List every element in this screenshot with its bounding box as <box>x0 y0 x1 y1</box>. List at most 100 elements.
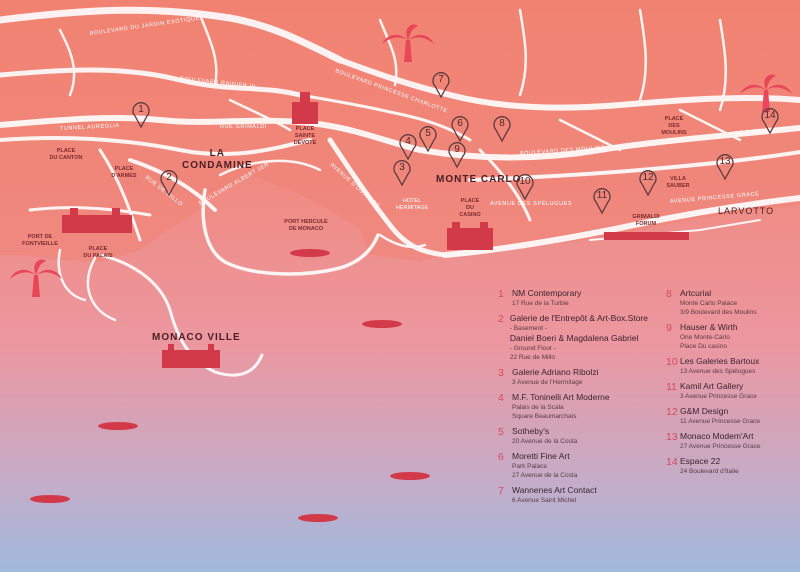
map-marker-6[interactable]: 6 <box>451 116 469 142</box>
palm-tree-icon <box>740 74 792 112</box>
legend-address: 3 Avenue Princesse Grace <box>680 393 757 400</box>
legend-address: 24 Boulevard d'Italie <box>680 468 739 475</box>
map-marker-8[interactable]: 8 <box>493 116 511 142</box>
legend-number: 4 <box>498 392 504 404</box>
legend-gallery-name: M.F. Toninelli Art Moderne <box>512 392 610 402</box>
legend-gallery-name: Hauser & Wirth <box>680 322 738 332</box>
boat-shape <box>30 495 70 503</box>
map-marker-12[interactable]: 12 <box>639 170 657 196</box>
legend-entry-2: 2 Galerie de l'Entrepôt & Art-Box.Store … <box>498 313 648 362</box>
place-label-sainte-devote: PLACE SAINTE DÉVOTE <box>293 126 317 146</box>
legend-number: 11 <box>666 381 677 393</box>
map-marker-number: 3 <box>399 162 405 173</box>
road-label-grimaldi: RUE GRIMALDI <box>220 124 267 130</box>
map-marker-3[interactable]: 3 <box>393 160 411 186</box>
map-marker-number: 12 <box>642 172 654 183</box>
place-label-casino: PLACE DU CASINO <box>459 198 481 218</box>
legend-number: 2 <box>498 313 504 325</box>
legend-address: 22 Rue de Millo <box>509 354 555 361</box>
legend-gallery-name: Kamil Art Gallery <box>680 381 744 391</box>
legend-gallery-name-secondary: Daniel Boeri & Magdalena Gabriel <box>509 333 639 343</box>
legend-address: - Ground Floor - <box>509 345 557 352</box>
legend-gallery-name: Galerie Adriano Ribolzi <box>512 367 599 377</box>
place-label-port-hercule: PORT HERCULE DE MONACO <box>284 219 328 232</box>
map-marker-7[interactable]: 7 <box>432 72 450 98</box>
road-label-spelugues: AVENUE DES SPÉLUGUES <box>490 200 572 207</box>
legend-entry-11: 11 Kamil Art Gallery 3 Avenue Princesse G… <box>666 381 794 401</box>
boat-shape <box>98 422 138 430</box>
legend-address: Palais de la Scala <box>512 404 564 411</box>
place-label-fontvieille: PORT DE FONTVIEILLE <box>22 234 58 247</box>
legend-address: 17 Rue de la Turbie <box>512 300 569 307</box>
map-marker-1[interactable]: 1 <box>132 102 150 128</box>
place-label-hotel-hermitage: HOTEL HERMITAGE <box>395 198 429 211</box>
legend-address: 20 Avenue de la Costa <box>512 438 578 445</box>
church-landmark-sainte-devote <box>292 92 318 124</box>
map-marker-11[interactable]: 11 <box>593 188 611 214</box>
map-marker-number: 6 <box>457 118 463 129</box>
map-marker-9[interactable]: 9 <box>448 142 466 168</box>
grimaldi-forum-landmark <box>604 232 689 240</box>
legend-gallery-name: Galerie de l'Entrepôt & Art-Box.Store <box>509 313 648 323</box>
map-marker-4[interactable]: 4 <box>399 134 417 160</box>
legend-address: 27 Avenue Princesse Grace <box>680 443 761 450</box>
road-label-tunnel-aureglia: TUNNEL AUREGLIA <box>60 123 120 132</box>
map-marker-number: 7 <box>438 74 444 85</box>
map-marker-number: 9 <box>454 144 460 155</box>
legend-address: - Basement - <box>509 325 548 332</box>
road-label-italie: BD D'ITALIE <box>735 127 773 137</box>
legend-gallery-name: Monaco Modem'Art <box>680 431 754 441</box>
map-marker-number: 14 <box>764 110 776 121</box>
legend-gallery-name: Artcurial <box>680 288 712 298</box>
legend-number: 9 <box>666 322 672 334</box>
place-label-villa-sauber: VILLA SAUBER <box>666 176 690 189</box>
legend-gallery-name: Sotheby's <box>512 426 550 436</box>
map-marker-2[interactable]: 2 <box>160 170 178 196</box>
legend-address: Place Du casino <box>680 343 727 350</box>
map-marker-13[interactable]: 13 <box>716 154 734 180</box>
map-marker-number: 5 <box>425 128 431 139</box>
place-label-palais: PLACE DU PALAIS <box>83 246 113 259</box>
map-marker-number: 2 <box>166 172 172 183</box>
map-marker-10[interactable]: 10 <box>516 174 534 200</box>
boat-shape <box>298 514 338 522</box>
legend-address: Park Palace <box>512 463 548 470</box>
boat-shape <box>290 249 330 257</box>
legend-address: 3/9 Boulevard des Moulins <box>680 309 757 316</box>
boat-shape <box>362 320 402 328</box>
place-label-moulins: PLACE DES MOULINS <box>661 116 687 136</box>
map-marker-number: 13 <box>719 156 731 167</box>
legend-gallery-name: Wannenes Art Contact <box>512 485 597 495</box>
casino-landmark <box>447 222 493 250</box>
map-marker-14[interactable]: 14 <box>761 108 779 134</box>
legend-gallery-name: G&M Design <box>680 406 729 416</box>
map-marker-number: 10 <box>519 176 531 187</box>
legend-address: 27 Avenue de la Costa <box>512 472 578 479</box>
palm-tree-icon <box>10 259 62 297</box>
prince-palace-landmark <box>162 344 220 368</box>
road-label-moulins: BOULEVARD DES MOULINS <box>520 145 606 157</box>
legend-gallery-name: Les Galeries Bartoux <box>680 356 760 366</box>
legend-gallery-name: Moretti Fine Art <box>512 451 570 461</box>
district-label-monte-carlo: MONTE CARLO <box>436 174 522 185</box>
legend-number: 12 <box>666 406 678 418</box>
legend-number: 6 <box>498 451 504 463</box>
map-marker-5[interactable]: 5 <box>419 126 437 152</box>
boat-shape <box>390 472 430 480</box>
road-network <box>0 6 800 377</box>
legend-gallery-name: NM Contemporary <box>512 288 582 298</box>
map-marker-number: 8 <box>499 118 505 129</box>
legend-number: 14 <box>666 456 678 468</box>
place-label-armes: PLACE D'ARMES <box>111 166 137 179</box>
